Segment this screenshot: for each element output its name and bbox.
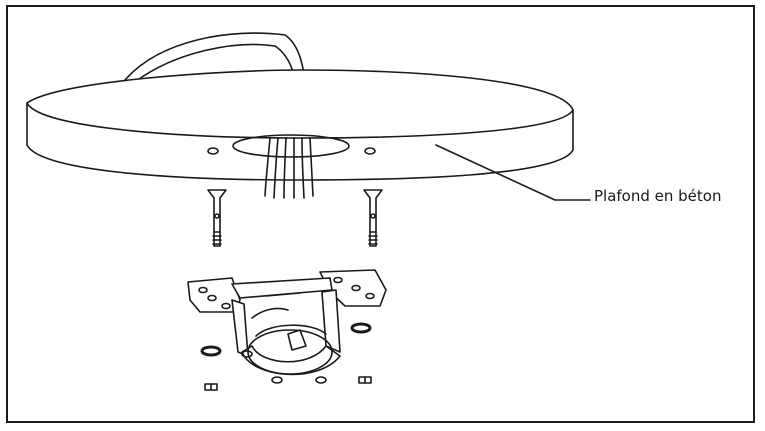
callout-label-concrete-ceiling: Plafond en béton (594, 187, 722, 205)
wall-anchor-icon (207, 189, 383, 247)
mounting-bracket-icon (187, 269, 387, 376)
callout-leader (435, 144, 591, 201)
ceiling-slab-icon (26, 69, 574, 181)
cable-bundle-icon (264, 137, 314, 199)
nut-icon (204, 376, 372, 391)
screw-icon (200, 322, 372, 384)
